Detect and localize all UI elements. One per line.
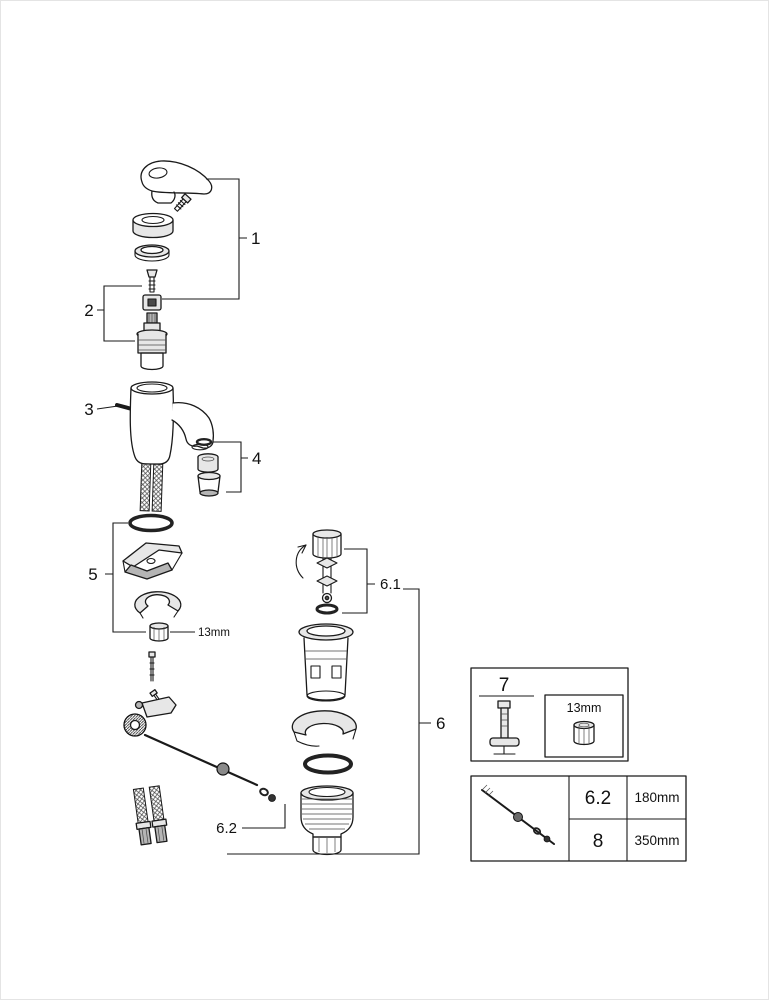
aerator-insert-icon xyxy=(197,471,221,497)
drain-clamp-icon xyxy=(291,710,357,747)
aerator-ring-icon xyxy=(195,438,213,447)
plug-seal-ring-icon xyxy=(315,603,339,615)
callout-6-2-label: 6.2 xyxy=(216,820,237,837)
drain-plug-icon xyxy=(312,529,342,604)
supply-hoses-icon xyxy=(139,463,164,512)
callout-5-line xyxy=(105,522,146,633)
horseshoe-washer-icon xyxy=(134,591,182,619)
callout-4-label: 4 xyxy=(252,449,261,468)
callout-3-line xyxy=(96,405,119,410)
o-ring-icon xyxy=(128,513,174,533)
table-row1-ref: 6.2 xyxy=(585,788,611,809)
nut-13mm-icon xyxy=(573,720,595,746)
socket-tool-icon xyxy=(489,700,520,755)
drain-body-icon xyxy=(300,785,354,856)
lever-handle-icon xyxy=(140,160,213,204)
drain-o-ring-icon xyxy=(303,753,353,775)
table-row2-length: 350mm xyxy=(634,833,679,848)
pop-up-rod-small-icon xyxy=(481,784,555,845)
mounting-bracket-icon xyxy=(122,542,183,580)
pivot-pin-icon xyxy=(148,651,156,682)
callout-1-label: 1 xyxy=(251,229,260,248)
callout-2-line xyxy=(97,285,142,342)
tool-box-number: 7 xyxy=(499,675,510,696)
socket-size-label: 13mm xyxy=(567,701,602,715)
tool-box: 7 13mm xyxy=(470,667,629,762)
hose-ends-icon xyxy=(132,785,168,846)
table-row2-ref: 8 xyxy=(593,831,604,852)
pop-up-rod-icon xyxy=(143,733,276,802)
callout-3-label: 3 xyxy=(84,400,93,419)
length-table-box: 6.2 180mm 8 350mm xyxy=(470,775,687,862)
callout-6-1-line xyxy=(342,548,375,614)
knurled-nut-icon xyxy=(123,713,147,737)
dome-cap-icon xyxy=(132,212,174,239)
callout-6-2-line xyxy=(242,804,286,829)
cartridge-screw-icon xyxy=(146,269,158,293)
aerator-housing-icon xyxy=(197,453,219,473)
callout-4-line xyxy=(213,441,248,493)
mounting-nut-icon xyxy=(149,622,169,642)
wrench-size-label: 13mm xyxy=(198,627,230,639)
base-ring-icon xyxy=(134,244,170,262)
callout-5-label: 5 xyxy=(88,565,97,584)
callout-6-line xyxy=(227,588,431,855)
table-row1-length: 180mm xyxy=(634,790,679,805)
faucet-body-icon xyxy=(115,381,215,465)
callout-2-label: 2 xyxy=(84,301,93,320)
callout-1-line xyxy=(162,178,247,300)
rod-clamp-icon xyxy=(134,689,177,718)
callout-6-label: 6 xyxy=(436,714,445,733)
square-nut-icon xyxy=(142,294,162,311)
callout-6-1-label: 6.1 xyxy=(380,576,401,593)
cartridge-icon xyxy=(136,312,168,371)
handle-screw-icon xyxy=(173,193,192,212)
drain-flange-icon xyxy=(298,623,354,702)
rotate-arrow-icon xyxy=(295,544,307,579)
